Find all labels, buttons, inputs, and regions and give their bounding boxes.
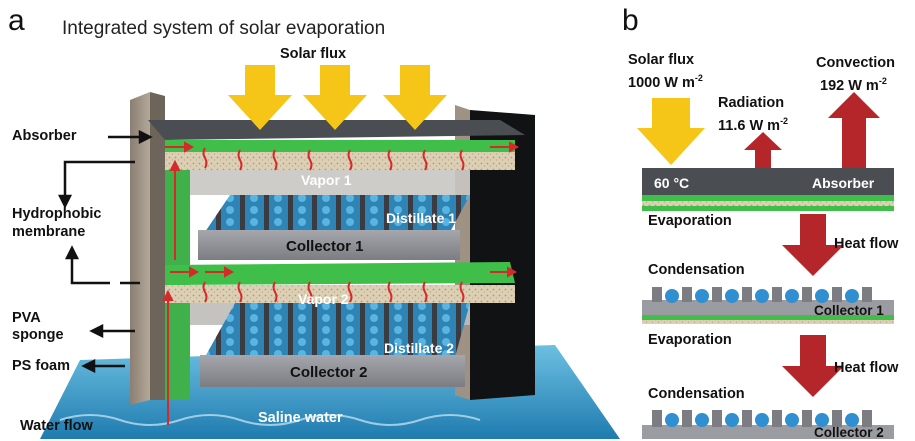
pva-label-1: PVA bbox=[12, 310, 41, 326]
collector-2-label: Collector 2 bbox=[290, 364, 368, 381]
membrane-1 bbox=[165, 140, 515, 152]
condensation-label-2: Condensation bbox=[648, 386, 745, 402]
radiation-arrow bbox=[744, 132, 782, 168]
collector-2-box bbox=[200, 355, 465, 387]
heat-flow-arrow-1 bbox=[782, 214, 844, 276]
sponge-1 bbox=[165, 152, 515, 170]
collector-1-label: Collector 1 bbox=[286, 238, 364, 255]
water-flow-label: Water flow bbox=[20, 418, 93, 434]
solar-flux-value: 1000 W m-2 bbox=[628, 73, 703, 91]
pva-label-2: sponge bbox=[12, 327, 64, 343]
absorber-block bbox=[642, 168, 894, 195]
label-arrows bbox=[57, 129, 153, 374]
collector-2-row bbox=[642, 410, 894, 439]
panel-letter-a: a bbox=[8, 4, 25, 37]
condensation-label-1: Condensation bbox=[648, 262, 745, 278]
heat-flow-label-1: Heat flow bbox=[834, 236, 899, 252]
vapor-1-label: Vapor 1 bbox=[301, 172, 352, 188]
distillate-1-slats bbox=[205, 195, 470, 232]
saline-water-label: Saline water bbox=[258, 410, 343, 426]
hydrophobic-label-2: membrane bbox=[12, 224, 86, 240]
collector-1-label-b: Collector 1 bbox=[814, 303, 884, 318]
absorber-label: Absorber bbox=[12, 128, 77, 144]
hydrophobic-label-1: Hydrophobic bbox=[12, 206, 102, 222]
sponge-2 bbox=[165, 285, 515, 303]
heat-flow-arrow-2 bbox=[782, 335, 844, 397]
convection-arrow bbox=[828, 92, 880, 168]
vapor-2-label: Vapor 2 bbox=[298, 291, 349, 307]
evaporation-label-2: Evaporation bbox=[648, 332, 732, 348]
radiation-value: 11.6 W m-2 bbox=[718, 116, 789, 134]
heat-flow-label-2: Heat flow bbox=[834, 360, 899, 376]
convection-value: 192 W m-2 bbox=[820, 76, 887, 94]
panel-a-diagram bbox=[40, 65, 620, 439]
back-wall bbox=[470, 110, 535, 400]
left-wall bbox=[130, 92, 150, 405]
ps-foam-label: PS foam bbox=[12, 358, 71, 374]
distillate-2-label: Distillate 2 bbox=[384, 340, 455, 356]
collector-1-row bbox=[642, 287, 894, 324]
panel-b-diagram bbox=[637, 92, 894, 439]
panel-a-title: Integrated system of solar evaporation bbox=[62, 18, 386, 39]
solar-flux-arrows bbox=[228, 65, 447, 130]
distillate-2-slats bbox=[205, 303, 470, 357]
solar-flux-arrow-b bbox=[637, 98, 705, 165]
collector-2-label-b: Collector 2 bbox=[814, 425, 884, 440]
convection-label: Convection bbox=[816, 55, 895, 71]
solar-flux-label-a: Solar flux bbox=[280, 46, 347, 62]
absorber-layer bbox=[148, 120, 525, 140]
collector-1-box bbox=[198, 230, 460, 260]
panel-letter-b: b bbox=[622, 4, 639, 37]
evaporation-label-1: Evaporation bbox=[648, 213, 732, 229]
absorber-label-b: Absorber bbox=[812, 175, 875, 191]
distillate-1-label: Distillate 1 bbox=[386, 210, 457, 226]
temperature-label: 60 °C bbox=[654, 175, 690, 191]
membrane-2 bbox=[165, 262, 515, 285]
solar-flux-label-b: Solar flux bbox=[628, 52, 695, 68]
radiation-label: Radiation bbox=[718, 95, 785, 111]
